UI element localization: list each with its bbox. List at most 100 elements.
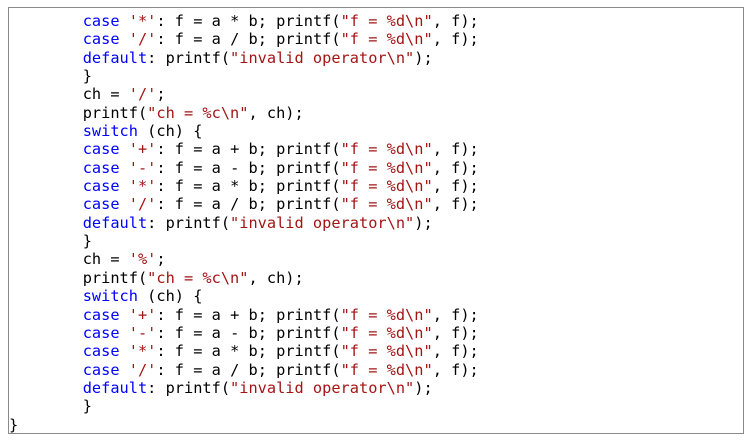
code-string-literal: "ch = %c\n" [147,103,249,122]
code-line: } [9,67,479,85]
code-keyword: default [82,48,148,67]
code-text: } [9,415,19,434]
code-line: case '/': f = a / b; printf("f = %d\n", … [9,361,479,379]
code-string-literal: '*' [128,177,157,196]
code-text: : f = a * b; printf( [156,342,341,361]
code-keyword: case [82,12,120,30]
code-line: case '+': f = a + b; printf("f = %d\n", … [9,306,479,324]
code-text: : printf( [147,48,231,67]
code-text: ; [156,250,166,269]
code-indent [9,269,83,287]
code-line: switch (ch) { [9,122,479,140]
code-text: : f = a - b; printf( [156,158,341,177]
code-text: : f = a * b; printf( [156,177,341,196]
code-string-literal: "f = %d\n" [340,30,433,49]
code-text: , f); [432,305,479,324]
code-listing-frame: case '*': f = a * b; printf("f = %d\n", … [8,7,744,434]
code-indent [9,85,83,103]
code-line: ch = '%'; [9,250,479,268]
code-string-literal: '-' [128,158,157,177]
code-indent [9,159,83,177]
code-indent [9,379,83,397]
code-keyword: default [82,213,148,232]
code-indent [9,397,83,415]
code-text: , f); [432,12,479,30]
code-text: , f); [432,177,479,196]
code-string-literal: "ch = %c\n" [147,268,249,287]
code-text: , f); [432,158,479,177]
code-text: } [82,232,92,251]
code-text: ch = [82,85,129,104]
code-string-literal: "f = %d\n" [340,158,433,177]
code-text: , f); [432,342,479,361]
code-line: switch (ch) { [9,287,479,305]
code-text [120,12,129,30]
code-string-literal: "invalid operator\n" [230,213,415,232]
code-text [120,159,129,177]
code-indent [9,342,83,360]
code-text: , ch); [248,103,304,122]
code-string-literal: "f = %d\n" [340,323,433,342]
code-string-literal: '*' [128,342,157,361]
code-text: ); [414,213,433,232]
code-indent [9,232,83,250]
code-keyword: switch [82,287,138,306]
code-indent [9,250,83,268]
code-string-literal: '+' [128,140,157,159]
code-text: (ch) { [137,122,203,141]
code-text [120,30,129,48]
code-text: } [82,67,92,86]
code-line: printf("ch = %c\n", ch); [9,104,479,122]
code-text: printf( [82,268,148,287]
code-string-literal: "f = %d\n" [340,342,433,361]
code-string-literal: "f = %d\n" [340,177,433,196]
code-text: ; [156,85,166,104]
code-line: default: printf("invalid operator\n"); [9,214,479,232]
code-line: case '*': f = a * b; printf("f = %d\n", … [9,12,479,30]
code-text [120,324,129,342]
code-indent [9,67,83,85]
code-keyword: case [82,30,120,49]
code-keyword: case [82,323,120,342]
code-text [120,177,129,195]
code-string-literal: "invalid operator\n" [230,378,415,397]
code-text: : f = a / b; printf( [156,30,341,49]
code-string-literal: '/' [128,195,157,214]
code-keyword: case [82,158,120,177]
code-line: ch = '/'; [9,85,479,103]
code-text [120,140,129,158]
code-line: printf("ch = %c\n", ch); [9,269,479,287]
code-indent [9,30,83,48]
code-line: } [9,232,479,250]
code-keyword: case [82,305,120,324]
code-line: case '/': f = a / b; printf("f = %d\n", … [9,30,479,48]
code-string-literal: '-' [128,323,157,342]
code-string-literal: "f = %d\n" [340,12,433,30]
code-line: } [9,397,479,415]
code-keyword: switch [82,122,138,141]
code-keyword: case [82,140,120,159]
code-indent [9,195,83,213]
code-text: : f = a + b; printf( [156,140,341,159]
code-indent [9,177,83,195]
code-text: , f); [432,140,479,159]
code-text: , f); [432,323,479,342]
code-keyword: case [82,360,120,379]
code-text: printf( [82,103,148,122]
code-line: case '-': f = a - b; printf("f = %d\n", … [9,324,479,342]
code-string-literal: "invalid operator\n" [230,48,415,67]
code-string-literal: '/' [128,85,157,104]
code-text: : printf( [147,378,231,397]
code-text: , ch); [248,268,304,287]
code-keyword: case [82,177,120,196]
code-indent [9,122,83,140]
code-string-literal: "f = %d\n" [340,360,433,379]
code-line: default: printf("invalid operator\n"); [9,49,479,67]
code-string-literal: '+' [128,305,157,324]
code-indent [9,104,83,122]
code-keyword: case [82,342,120,361]
code-string-literal: "f = %d\n" [340,140,433,159]
code-string-literal: "f = %d\n" [340,195,433,214]
code-text: , f); [432,195,479,214]
code-text: : f = a - b; printf( [156,323,341,342]
